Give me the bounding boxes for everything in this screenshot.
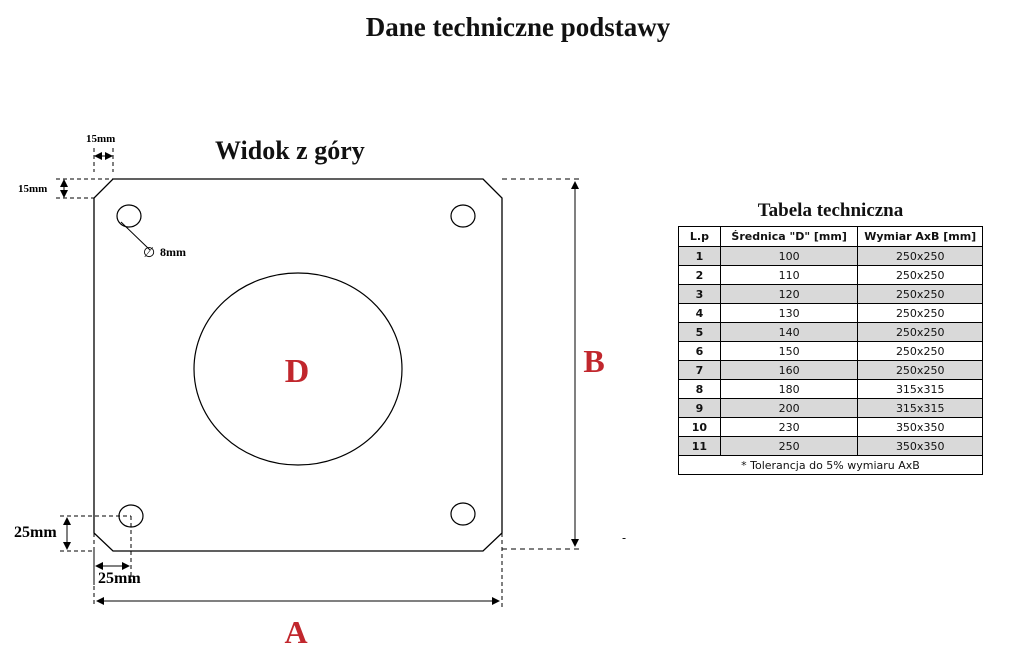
table-title: Tabela techniczna xyxy=(757,200,904,221)
header-diameter: Średnica "D" [mm] xyxy=(719,226,859,247)
side-label-a: A xyxy=(284,614,307,650)
stray-mark: - xyxy=(622,531,626,545)
hole-bottom-right xyxy=(450,502,476,526)
row-diameter: 230 xyxy=(719,417,859,437)
row-lp: 10 xyxy=(678,417,721,437)
row-dimension: 250x250 xyxy=(857,284,983,304)
offset-horizontal-label: 25mm xyxy=(98,570,141,587)
row-dimension: 250x250 xyxy=(857,246,983,266)
hole-top-right xyxy=(450,204,476,228)
row-lp: 4 xyxy=(678,303,721,323)
row-lp: 6 xyxy=(678,341,721,361)
side-label-b: B xyxy=(583,343,604,379)
table-row: 6 150 250x250 xyxy=(678,341,983,361)
table-header-row: L.p Średnica "D" [mm] Wymiar AxB [mm] xyxy=(678,226,983,247)
row-diameter: 160 xyxy=(719,360,859,380)
row-lp: 8 xyxy=(678,379,721,399)
table-row: 3 120 250x250 xyxy=(678,284,983,304)
tolerance-note: * Tolerancja do 5% wymiaru AxB xyxy=(678,455,983,475)
table-row: 1 100 250x250 xyxy=(678,246,983,266)
chamfer-vertical-label: 15mm xyxy=(18,183,47,195)
chamfer-horizontal-label: 15mm xyxy=(86,133,115,145)
row-diameter: 130 xyxy=(719,303,859,323)
table-row: 11 250 350x350 xyxy=(678,436,983,456)
row-lp: 3 xyxy=(678,284,721,304)
row-lp: 1 xyxy=(678,246,721,266)
hole-top-left xyxy=(116,204,142,228)
row-diameter: 150 xyxy=(719,341,859,361)
page-title: Dane techniczne podstawy xyxy=(365,12,671,42)
view-title: Widok z góry xyxy=(215,136,365,165)
table-row: 2 110 250x250 xyxy=(678,265,983,285)
row-lp: 11 xyxy=(678,436,721,456)
row-diameter: 180 xyxy=(719,379,859,399)
row-dimension: 315x315 xyxy=(857,379,983,399)
center-label-d: D xyxy=(285,353,310,390)
row-lp: 7 xyxy=(678,360,721,380)
row-diameter: 120 xyxy=(719,284,859,304)
header-dimension: Wymiar AxB [mm] xyxy=(857,226,983,247)
center-opening xyxy=(193,272,403,466)
row-dimension: 250x250 xyxy=(857,360,983,380)
row-diameter: 110 xyxy=(719,265,859,285)
row-lp: 9 xyxy=(678,398,721,418)
row-dimension: 250x250 xyxy=(857,265,983,285)
row-diameter: 200 xyxy=(719,398,859,418)
table-row: 4 130 250x250 xyxy=(678,303,983,323)
plate-outline xyxy=(93,178,503,552)
row-lp: 2 xyxy=(678,265,721,285)
row-dimension: 350x350 xyxy=(857,417,983,437)
row-diameter: 140 xyxy=(719,322,859,342)
hole-diameter-leader xyxy=(120,221,151,251)
row-dimension: 250x250 xyxy=(857,341,983,361)
table-row: 8 180 315x315 xyxy=(678,379,983,399)
row-dimension: 315x315 xyxy=(857,398,983,418)
hole-diameter-label: 8mm xyxy=(160,245,186,259)
table-row: 5 140 250x250 xyxy=(678,322,983,342)
row-diameter: 100 xyxy=(719,246,859,266)
row-dimension: 250x250 xyxy=(857,322,983,342)
table-note-row: * Tolerancja do 5% wymiaru AxB xyxy=(678,455,983,475)
table-row: 10 230 350x350 xyxy=(678,417,983,437)
diameter-symbol: ∅ xyxy=(143,245,155,261)
offset-vertical-label: 25mm xyxy=(14,524,57,541)
row-lp: 5 xyxy=(678,322,721,342)
table-row: 7 160 250x250 xyxy=(678,360,983,380)
technical-table: L.p Średnica "D" [mm] Wymiar AxB [mm] 1 … xyxy=(678,226,983,475)
table-row: 9 200 315x315 xyxy=(678,398,983,418)
header-lp: L.p xyxy=(678,226,721,247)
row-diameter: 250 xyxy=(719,436,859,456)
row-dimension: 250x250 xyxy=(857,303,983,323)
row-dimension: 350x350 xyxy=(857,436,983,456)
